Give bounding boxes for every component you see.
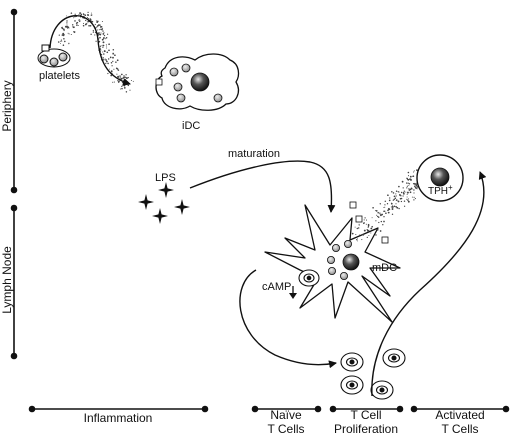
tcell bbox=[370, 380, 394, 400]
mdc-cell bbox=[264, 201, 401, 323]
bottom-axis bbox=[28, 405, 510, 413]
lps-star bbox=[158, 182, 174, 198]
tcell bbox=[382, 348, 406, 368]
tcell bbox=[340, 375, 364, 395]
mdc-label: mDC bbox=[372, 262, 397, 274]
mdc-secretion-dots bbox=[351, 169, 427, 242]
lps-star bbox=[138, 194, 154, 210]
tcell-proliferation-label-line1: T Cell bbox=[350, 408, 381, 422]
platelet-secretion-dots bbox=[57, 11, 134, 93]
camp-down-arrow bbox=[289, 286, 297, 299]
proliferation-to-activated-arrow bbox=[371, 171, 487, 397]
lps-star bbox=[174, 199, 190, 215]
naive-tcells-label-line1: Naïve bbox=[270, 408, 302, 422]
inflammation-label: Inflammation bbox=[84, 411, 153, 425]
tph-label: TPH+ bbox=[428, 183, 453, 197]
side-axis bbox=[10, 8, 18, 360]
maturation-label: maturation bbox=[228, 148, 280, 160]
proliferating-tcells bbox=[340, 348, 406, 400]
lps-molecules bbox=[138, 182, 190, 224]
platelets-cluster bbox=[37, 44, 71, 68]
lps-label: LPS bbox=[155, 172, 176, 184]
activated-tcells-label-line1: Activated bbox=[435, 408, 484, 422]
naive-tcell-contact bbox=[298, 269, 320, 287]
tcell-proliferation-label-line2: Proliferation bbox=[334, 422, 398, 436]
camp-label: cAMP bbox=[262, 281, 291, 293]
idc-label: iDC bbox=[182, 120, 200, 132]
tph-positive-tcell bbox=[416, 154, 464, 202]
naive-to-proliferation-arrow bbox=[239, 269, 337, 369]
tph-label-main: TPH bbox=[428, 186, 448, 197]
periphery-label: Periphery bbox=[0, 80, 14, 131]
naive-tcells-label-line2: T Cells bbox=[267, 422, 304, 436]
tcell bbox=[340, 352, 364, 372]
platelets-label: platelets bbox=[39, 70, 80, 82]
idc-cell bbox=[155, 53, 240, 111]
activated-tcells-label-line2: T Cells bbox=[441, 422, 478, 436]
maturation-arrow bbox=[189, 160, 336, 213]
lymph-node-label: Lymph Node bbox=[0, 246, 14, 314]
tph-label-superscript: + bbox=[448, 183, 453, 192]
lps-star bbox=[152, 208, 168, 224]
platelet-to-idc-arrow bbox=[49, 15, 131, 86]
